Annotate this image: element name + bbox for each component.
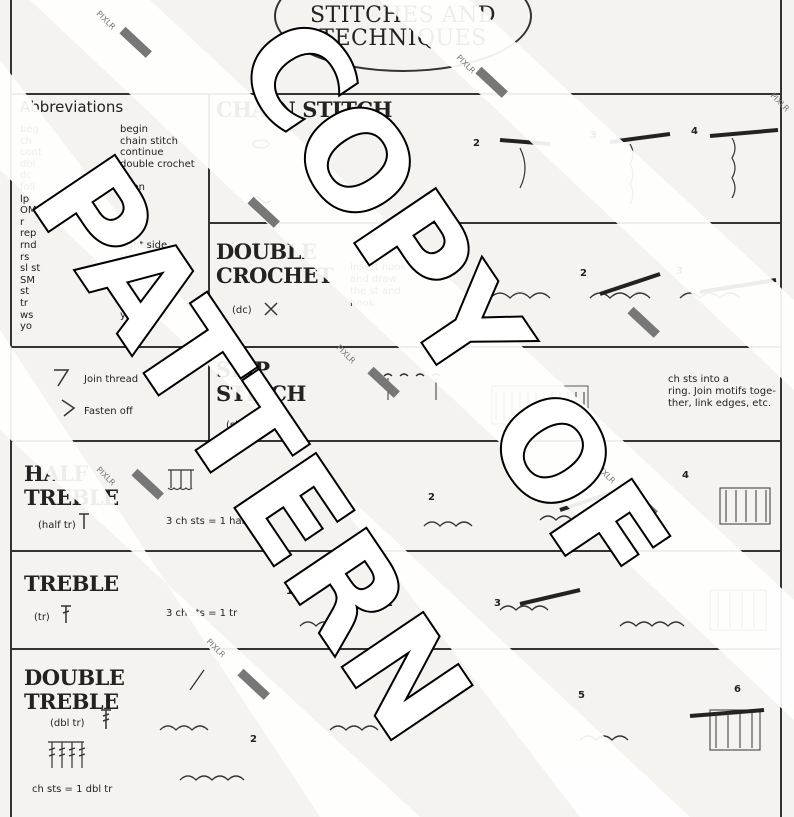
treble-count: 3 ch sts = 1 tr (166, 608, 238, 619)
abbreviation-meaning (120, 286, 195, 298)
abbreviation-code: rs (20, 251, 30, 263)
abbreviation-code: lp (20, 193, 30, 205)
divider (208, 93, 210, 440)
treble-symbol-icon (61, 605, 71, 623)
abbreviation-code: yo (20, 321, 33, 333)
divider (208, 222, 782, 224)
abbreviation-code: ch (20, 135, 32, 147)
abbreviation-meaning (120, 228, 195, 240)
abbreviation-code: beg (20, 124, 39, 135)
slip-symbol-icon (260, 422, 276, 432)
abbreviation-meaning: yarn over (120, 309, 168, 321)
fasten-off-icon (61, 399, 76, 417)
double-treble-illustration (159, 669, 765, 781)
abbreviation-code: st (20, 286, 30, 298)
abbreviation-code: ws (20, 309, 34, 321)
abbreviation-meaning: open (120, 193, 145, 205)
divider (208, 346, 782, 348)
half-treble-illustration (423, 487, 771, 527)
abbreviation-code: OM (20, 205, 37, 217)
abbreviation-meaning: slip stitch (120, 251, 168, 263)
abbreviation-meaning: stitch (120, 274, 148, 286)
abbreviation-code: rep (20, 228, 37, 240)
double-treble-count: ch sts = 1 dbl tr (32, 784, 113, 795)
abbreviation-meaning (120, 170, 195, 182)
chain-illustration (499, 128, 779, 205)
join-thread-label: Join thread (84, 374, 139, 385)
abbreviation-meaning: continue (120, 147, 164, 159)
fasten-off-label: Fasten off (84, 406, 133, 417)
treble-illustration (299, 588, 767, 631)
abbreviation-code: tr (20, 297, 29, 309)
abbreviation-meaning (120, 217, 195, 229)
chain-step-2: 2 (473, 138, 480, 149)
double-treble-symbol-icon (101, 709, 111, 729)
dc-illustration (489, 272, 777, 299)
join-thread-icon (54, 369, 70, 387)
abbreviation-code: r (20, 216, 25, 228)
half-treble-symbol-icon (79, 513, 89, 529)
half-treble-count: 3 ch sts = 1 half tr (166, 516, 260, 527)
abbreviation-code: foll (20, 181, 36, 193)
abbreviations-title: Abbreviations (20, 98, 124, 116)
abbreviation-code: dc (20, 170, 32, 182)
half-treble-abbr: (half tr) (38, 520, 76, 531)
abbreviation-meaning (120, 205, 195, 217)
divider (10, 93, 782, 95)
title-line-1: STITCHES AND (309, 3, 497, 28)
chain-heading: CHAIN STITCH (216, 97, 392, 122)
dc-symbol-icon (264, 302, 278, 316)
slip-illustration (491, 385, 589, 425)
abbreviation-code: rnd (20, 239, 37, 251)
divider (10, 550, 782, 552)
abbreviation-meaning: begin (120, 124, 148, 135)
abbreviation-meaning: right side (120, 239, 168, 251)
abbreviation-code: sl st (20, 263, 41, 275)
abbreviation-meaning (120, 321, 195, 333)
abbreviation-meaning (120, 298, 195, 310)
abbreviation-meaning: open (120, 181, 145, 193)
divider (10, 648, 782, 650)
slip-abbr: (sl st) (226, 420, 255, 431)
abbreviation-meaning: double crochet (120, 158, 195, 170)
abbreviation-code: cont (20, 147, 42, 159)
title-line-2: TECHNIQUES (319, 26, 487, 51)
abbreviation-meaning: square mesh (120, 263, 185, 275)
chain-symbols-icon (250, 139, 272, 204)
double-treble-chart-icon (48, 741, 86, 768)
abbreviation-code: dbl (20, 158, 36, 170)
abbreviation-code: SM (20, 274, 35, 286)
treble-abbr: (tr) (34, 612, 50, 623)
slip-ring-icon (383, 373, 441, 400)
double-treble-abbr: (dbl tr) (50, 718, 85, 729)
dc-abbr: (dc) (232, 305, 252, 316)
divider (10, 440, 782, 442)
half-treble-chart-icon (167, 469, 194, 491)
abbreviation-meaning: chain stitch (120, 135, 178, 147)
treble-heading: TREBLE (24, 571, 119, 596)
